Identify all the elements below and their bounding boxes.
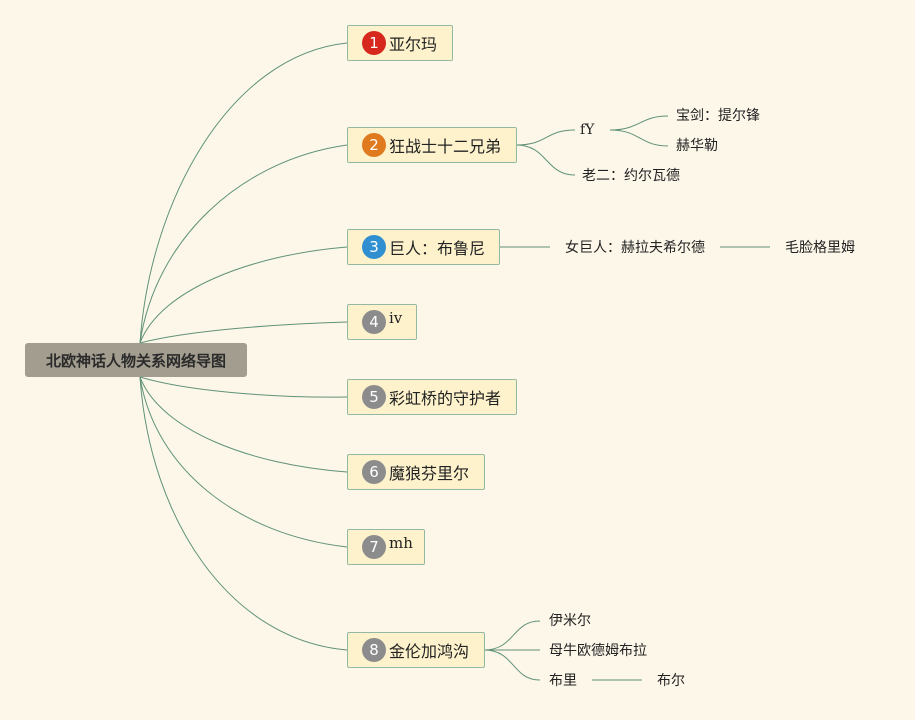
topic-label: iv [389,309,403,327]
topic-7[interactable]: 7 mh [347,529,425,565]
badge-7: 7 [362,535,386,559]
subtopic-grim[interactable]: 毛脸格里姆 [785,240,855,256]
connector-topic-3 [139,246,348,344]
badge-8: 8 [362,638,386,662]
topic-4[interactable]: 4 iv [347,304,417,340]
subtopic-buri[interactable]: 布里 [549,673,577,689]
topic-1[interactable]: 1 亚尔玛 [347,25,453,61]
subtopic-fY[interactable]: fY [580,122,595,138]
subtopic-audhumla[interactable]: 母牛欧德姆布拉 [549,643,647,659]
connector-topic-4 [139,321,348,344]
connector-fY-sword [609,115,669,131]
connector-topic-1 [139,42,348,344]
connector-8-yimier [483,620,541,651]
connector-topic-7 [139,376,348,548]
badge-5: 5 [362,385,386,409]
subtopic-sword-tyrfing[interactable]: 宝剑：提尔锋 [676,108,760,124]
badge-4: 4 [362,310,386,334]
subtopic-ymir[interactable]: 伊米尔 [549,613,591,629]
topic-3[interactable]: 3 巨人：布鲁尼 [347,229,500,265]
connector-topic-6 [139,376,348,473]
topic-label: 魔狼芬里尔 [389,464,470,483]
subtopic-second-brother[interactable]: 老二：约尔瓦德 [582,168,680,184]
connector-2-laoer [515,144,576,176]
topic-label: 金伦加鸿沟 [389,642,470,661]
connector-topic-8 [139,376,348,651]
subtopic-bor[interactable]: 布尔 [657,673,685,689]
topic-2[interactable]: 2 狂战士十二兄弟 [347,127,517,163]
central-topic[interactable]: 北欧神话人物关系网络导图 [25,343,247,377]
topic-label: 彩虹桥的守护者 [389,389,502,408]
badge-2: 2 [362,133,386,157]
connector-fY-hehuale [609,129,669,147]
connector-8-buli [483,649,541,681]
subtopic-giantess[interactable]: 女巨人：赫拉夫希尔德 [565,240,705,256]
badge-6: 6 [362,460,386,484]
topic-5[interactable]: 5 彩虹桥的守护者 [347,379,517,415]
topic-label: 亚尔玛 [389,35,438,54]
topic-label: 巨人：布鲁尼 [389,239,486,258]
badge-1: 1 [362,31,386,55]
topic-label: mh [389,534,413,552]
badge-3: 3 [362,235,386,259]
topic-6[interactable]: 6 魔狼芬里尔 [347,454,485,490]
connector-topic-2 [139,144,348,344]
topic-8[interactable]: 8 金伦加鸿沟 [347,632,485,668]
connector-topic-5 [139,376,348,398]
connector-2-fY [515,129,576,146]
topic-label: 狂战士十二兄弟 [389,137,502,156]
subtopic-hehuale[interactable]: 赫华勒 [676,138,718,154]
